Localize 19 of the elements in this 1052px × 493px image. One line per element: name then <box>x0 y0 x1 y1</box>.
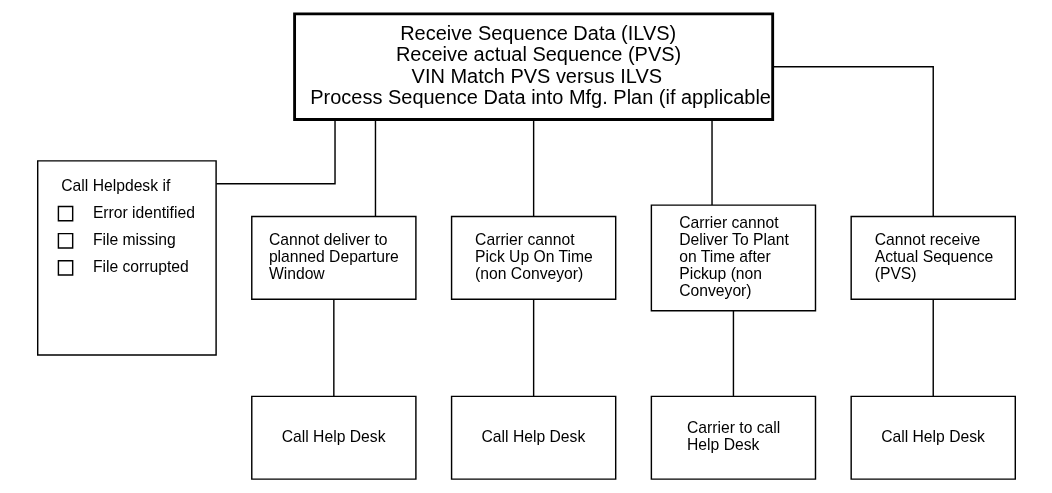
connector <box>532 119 534 218</box>
connector <box>532 298 534 397</box>
connector <box>332 298 335 397</box>
node-box: Receive Sequence Data (ILVS) Receive actual Sequence (PVS) VIN Match PVS versus ILVS Process Sequence Data into Mfg. Plan (if applicable <box>292 12 774 121</box>
connector <box>710 119 713 206</box>
node-box: Cannot receive Actual Sequence (PVS) <box>849 215 1016 300</box>
node-box: Carrier to call Help Desk <box>650 395 816 480</box>
node-box: Call Helpdesk if Error identified File missing File corrupted <box>36 160 217 356</box>
node-box: Carrier cannot Deliver To Plant on Time after Pickup (non Conveyor) <box>650 204 816 312</box>
node-box: Carrier cannot Pick Up On Time (non Conveyor) <box>450 215 616 300</box>
connector <box>732 310 734 397</box>
node-box: Call Help Desk <box>849 395 1016 480</box>
connector <box>215 119 336 185</box>
connector <box>771 65 934 218</box>
node-box: Cannot deliver to planned Departure Window <box>250 215 417 300</box>
node-box: Call Help Desk <box>450 395 616 480</box>
connector <box>374 119 376 218</box>
connector <box>932 298 934 397</box>
node-box: Call Help Desk <box>250 395 417 480</box>
